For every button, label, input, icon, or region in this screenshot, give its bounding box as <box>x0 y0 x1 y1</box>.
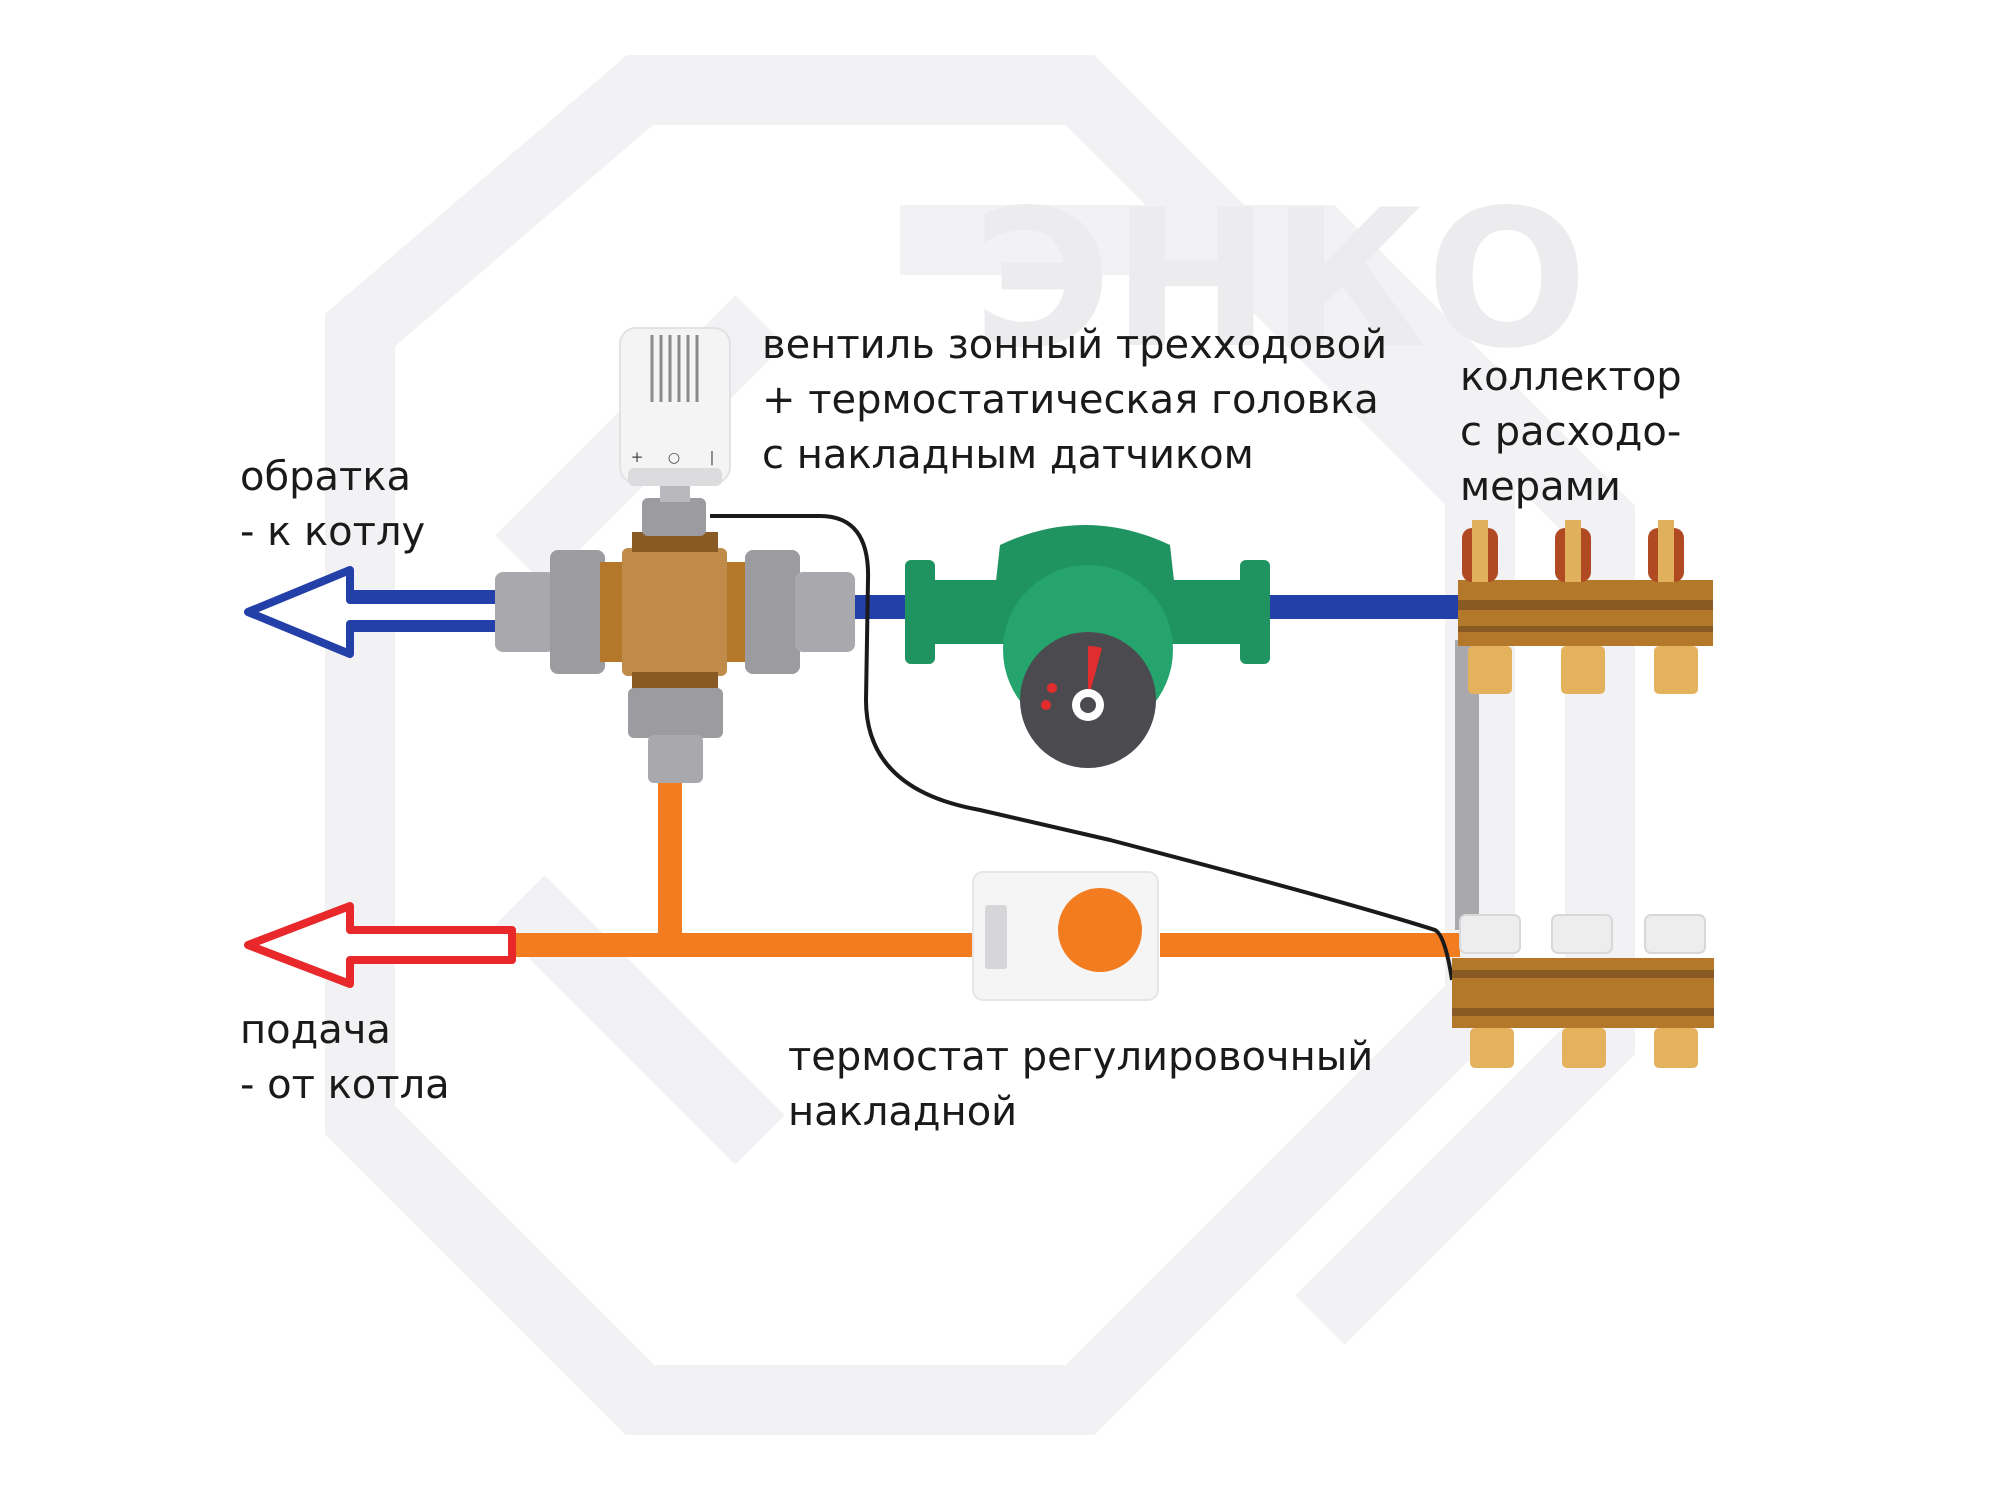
overlay-thermostat <box>972 871 1159 1001</box>
manifold-label-line-1: коллектор <box>1460 354 1682 400</box>
thermo-head-mark-bar: | <box>710 450 715 466</box>
manifold-label: коллектор с расходо- мерами <box>1460 350 1682 515</box>
thermostat-label-line-1: термостат регулировочный <box>788 1034 1374 1080</box>
manifold-label-line-3: мерами <box>1460 464 1621 510</box>
supply-label-line-2: - от котла <box>240 1062 450 1108</box>
return-label-line-2: - к котлу <box>240 509 426 555</box>
manifold-label-line-2: с расходо- <box>1460 409 1682 455</box>
supply-arrow-icon <box>244 902 516 988</box>
watermark-text: ЭНКО <box>972 169 1587 390</box>
three-way-valve <box>495 480 855 783</box>
manifold-upper <box>1458 520 1713 694</box>
thermostat-label-line-2: накладной <box>788 1089 1018 1135</box>
manifold-lower <box>1452 914 1714 1068</box>
return-label: обратка - к котлу <box>240 450 425 560</box>
return-label-line-1: обратка <box>240 454 412 500</box>
supply-pipe <box>510 780 1460 957</box>
supply-label-line-1: подача <box>240 1007 391 1053</box>
valve-label-line-3: с накладным датчиком <box>762 432 1254 478</box>
thermo-head-mark-circle: ○ <box>668 450 680 466</box>
sensor-cable <box>710 514 1454 981</box>
thermostatic-head <box>619 327 731 486</box>
thermo-head-mark-plus: + <box>631 448 644 466</box>
valve-label: вентиль зонный трехходовой + термостатич… <box>762 318 1387 483</box>
supply-label: подача - от котла <box>240 1003 450 1113</box>
circulation-pump <box>905 525 1270 768</box>
valve-label-line-2: + термостатическая головка <box>762 377 1379 423</box>
thermostat-label: термостат регулировочный накладной <box>788 1030 1373 1140</box>
valve-label-line-1: вентиль зонный трехходовой <box>762 322 1388 368</box>
